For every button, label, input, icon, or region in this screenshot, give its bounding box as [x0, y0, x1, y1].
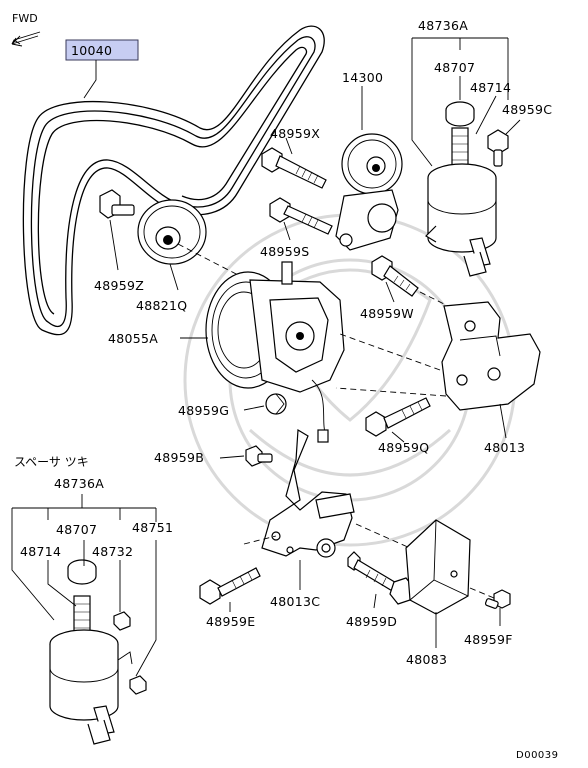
label-48732[interactable]: 48732 — [92, 544, 133, 559]
label-48707-top[interactable]: 48707 — [434, 60, 475, 75]
bolt-48959D — [347, 551, 415, 605]
label-48959B[interactable]: 48959B — [154, 450, 204, 465]
idler-bolt — [99, 189, 135, 219]
label-48736A-top[interactable]: 48736A — [418, 18, 468, 33]
label-48959G[interactable]: 48959G — [178, 403, 229, 418]
label-48959F[interactable]: 48959F — [464, 632, 513, 647]
bolt-48959S — [269, 197, 333, 235]
label-48959Z[interactable]: 48959Z — [94, 278, 144, 293]
belt-label-highlight — [65, 39, 139, 61]
bolt-48959Q — [365, 397, 431, 437]
label-48736A-alt[interactable]: 48736A — [54, 476, 104, 491]
drive-belt — [22, 25, 325, 336]
drawing-code: D00039 — [516, 750, 559, 761]
bolt-48959G — [265, 393, 287, 415]
label-48055A[interactable]: 48055A — [108, 331, 158, 346]
label-48959D[interactable]: 48959D — [346, 614, 397, 629]
label-48959Q[interactable]: 48959Q — [378, 440, 429, 455]
spacer-note: スペーサ ツキ — [14, 455, 89, 469]
label-48083[interactable]: 48083 — [406, 652, 447, 667]
steering-pump — [205, 261, 345, 443]
bolt-48959X — [261, 147, 327, 189]
label-48821Q[interactable]: 48821Q — [136, 298, 187, 313]
fwd-label: FWD — [12, 12, 38, 25]
label-48013[interactable]: 48013 — [484, 440, 525, 455]
label-48714-top[interactable]: 48714 — [470, 80, 511, 95]
bolt-48959W — [371, 255, 419, 297]
label-14300[interactable]: 14300 — [342, 70, 383, 85]
stay-bracket — [261, 428, 355, 558]
label-48714-alt[interactable]: 48714 — [20, 544, 61, 559]
label-48959W[interactable]: 48959W — [360, 306, 414, 321]
label-48707-alt[interactable]: 48707 — [56, 522, 97, 537]
pump-bracket — [441, 301, 541, 411]
label-48959E[interactable]: 48959E — [206, 614, 255, 629]
idler-pulley — [137, 199, 207, 265]
label-48959C[interactable]: 48959C — [502, 102, 552, 117]
nut-48732 — [113, 611, 131, 631]
reservoir-top — [425, 101, 497, 277]
bolt-48959F — [484, 589, 511, 609]
spacer-48751 — [129, 675, 147, 695]
bolt-48959B — [245, 445, 273, 467]
label-48959X[interactable]: 48959X — [270, 126, 320, 141]
label-48013C[interactable]: 48013C — [270, 594, 320, 609]
reservoir-alt — [49, 559, 133, 745]
bolt-48959C — [487, 129, 509, 167]
pump-cover — [405, 519, 471, 615]
bolt-48959E — [199, 567, 261, 605]
label-48751[interactable]: 48751 — [132, 520, 173, 535]
belt-tensioner — [335, 133, 403, 251]
forward-arrow-icon — [11, 31, 41, 47]
label-10040[interactable]: 10040 — [71, 43, 112, 58]
label-48959S[interactable]: 48959S — [260, 244, 310, 259]
